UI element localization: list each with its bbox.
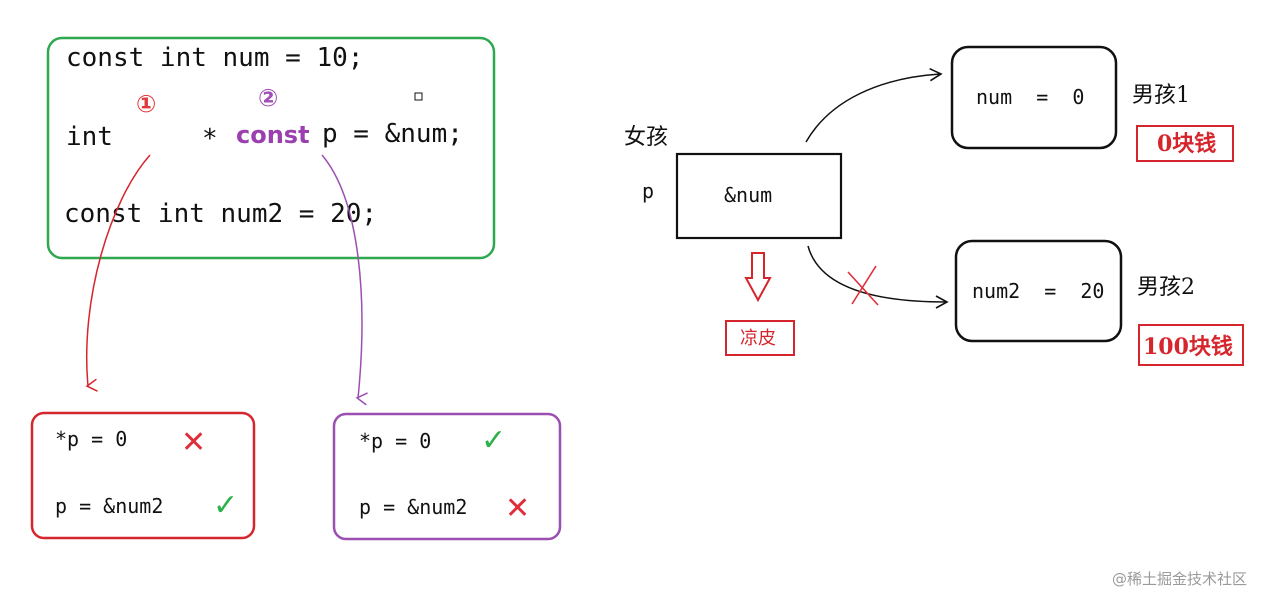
boy1-label: 男孩1 xyxy=(1132,83,1190,108)
arrow-to-boy2 xyxy=(807,245,949,309)
right-row-2: p = &num2 xyxy=(359,495,467,519)
right-row-1: *p = 0 xyxy=(359,429,431,453)
pointer-name: p xyxy=(642,179,654,203)
boy2-label: 男孩2 xyxy=(1137,275,1195,300)
right-row-2-cross-icon: ✕ xyxy=(505,491,530,526)
watermark: @稀土掘金技术社区 xyxy=(1112,570,1247,588)
code-line-2-type: int xyxy=(66,122,113,152)
boy2-money: 100块钱 xyxy=(1143,334,1233,360)
left-row-1-cross-icon: ✕ xyxy=(181,425,206,460)
sad-label-box xyxy=(725,320,795,356)
boy2-value: num2 = 20 xyxy=(972,279,1104,303)
pointer-box xyxy=(675,152,843,240)
boy2-money-box xyxy=(1138,324,1244,366)
code-box xyxy=(46,36,496,260)
left-row-1: *p = 0 xyxy=(55,427,127,451)
marker-1: ① xyxy=(136,90,156,118)
sad-label: 凉皮 xyxy=(740,328,776,349)
left-result-box xyxy=(30,411,256,540)
marker-2: ② xyxy=(258,84,278,112)
girl-label: 女孩 xyxy=(624,125,668,150)
arrow-to-boy1 xyxy=(805,67,943,143)
code-line-2-star: * xyxy=(202,124,218,154)
cross-out-icon xyxy=(847,265,879,306)
boy1-money: 0块钱 xyxy=(1157,131,1216,157)
arrow-marker-1-to-left xyxy=(85,154,151,392)
boy1-box xyxy=(950,45,1118,150)
arrow-marker-2-to-right xyxy=(321,154,368,406)
down-arrow-icon xyxy=(744,252,772,303)
code-line-3: const int num2 = 20; xyxy=(64,199,377,229)
boy1-value: num = 0 xyxy=(976,85,1084,109)
small-square-icon xyxy=(414,92,423,101)
boy2-box xyxy=(954,239,1123,343)
boy1-money-box xyxy=(1136,125,1234,162)
left-row-2: p = &num2 xyxy=(55,494,163,518)
left-row-2-check-icon: ✓ xyxy=(213,488,238,523)
right-result-box xyxy=(332,412,562,541)
right-row-1-check-icon: ✓ xyxy=(481,423,506,458)
code-line-2-rest: p = &num; xyxy=(322,119,463,149)
pointer-value: &num xyxy=(724,183,772,207)
code-line-2-const: const xyxy=(236,121,310,149)
code-line-1: const int num = 10; xyxy=(66,43,363,73)
